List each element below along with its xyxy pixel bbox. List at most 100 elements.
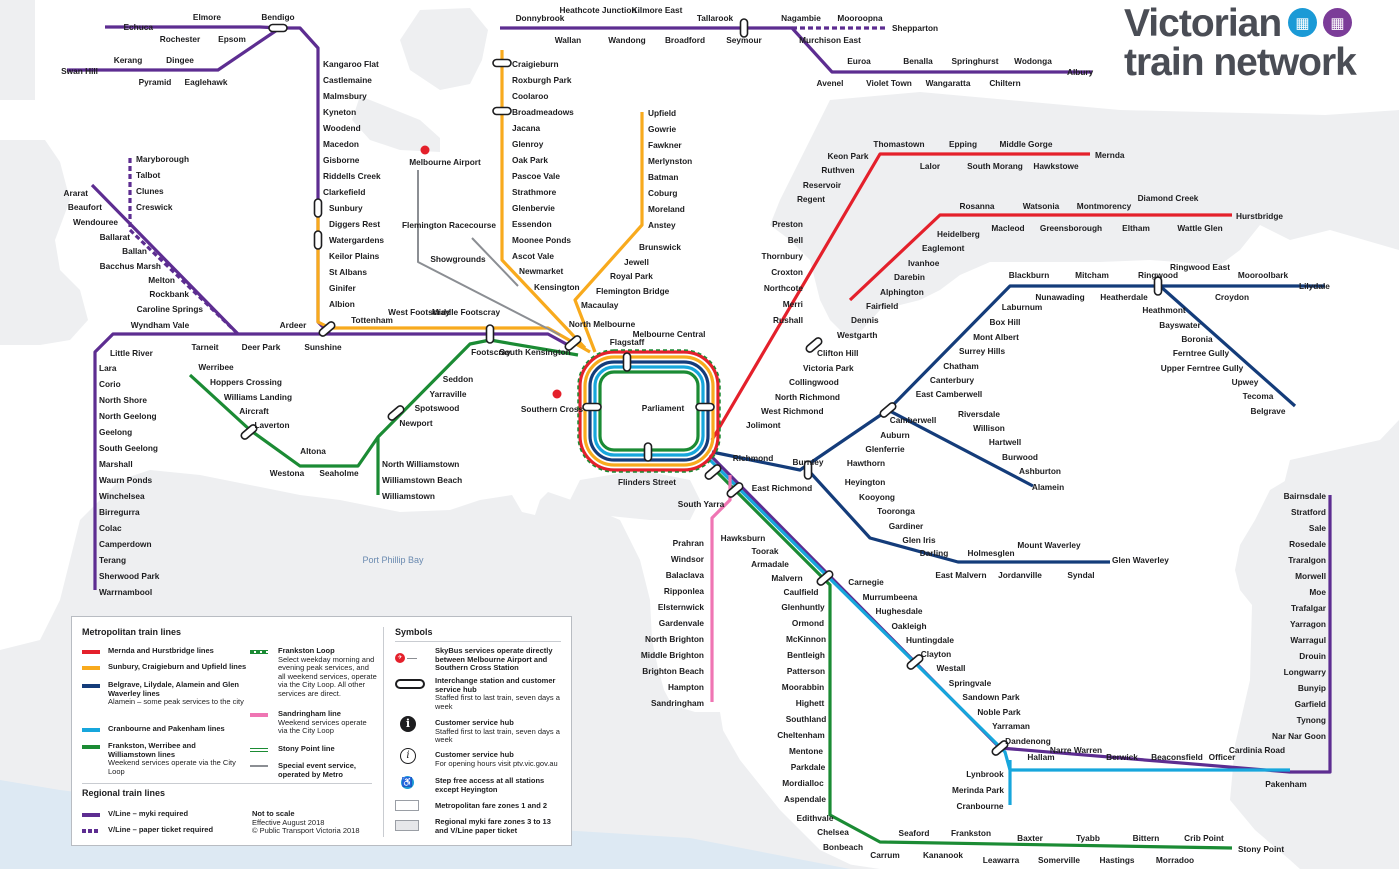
station-label[interactable]: Trafalgar (1291, 603, 1327, 613)
station-label[interactable]: Jewell (624, 257, 649, 267)
station-label[interactable]: Seymour (726, 35, 762, 45)
station-label[interactable]: Newmarket (519, 266, 564, 276)
station-label[interactable]: Tecoma (1243, 391, 1274, 401)
station-label[interactable]: Westgarth (837, 330, 877, 340)
station-label[interactable]: Laburnum (1002, 302, 1043, 312)
station-label[interactable]: Kangaroo Flat (323, 59, 379, 69)
station-label[interactable]: Watergardens (329, 235, 384, 245)
station-label[interactable]: Richmond (733, 453, 774, 463)
station-label[interactable]: Geelong (99, 427, 132, 437)
station-label[interactable]: Reservoir (803, 180, 842, 190)
station-label[interactable]: Clunes (136, 186, 164, 196)
station-label[interactable]: Victoria Park (803, 363, 854, 373)
station-label[interactable]: Lynbrook (966, 769, 1004, 779)
station-label[interactable]: Bentleigh (787, 650, 825, 660)
station-label[interactable]: Jordanville (998, 570, 1042, 580)
station-label[interactable]: Kyneton (323, 107, 356, 117)
station-label[interactable]: Flemington Bridge (596, 286, 670, 296)
station-label[interactable]: Glenbervie (512, 203, 555, 213)
station-label[interactable]: Greensborough (1040, 223, 1102, 233)
station-label[interactable]: Tyabb (1076, 833, 1100, 843)
station-label[interactable]: Ashburton (1019, 466, 1061, 476)
station-label[interactable]: Fairfield (866, 301, 898, 311)
station-label[interactable]: Middle Footscray (432, 307, 501, 317)
station-label[interactable]: Nagambie (781, 13, 821, 23)
station-label[interactable]: Syndal (1067, 570, 1094, 580)
station-label[interactable]: North Geelong (99, 411, 157, 421)
station-label[interactable]: Frankston (951, 828, 991, 838)
station-label[interactable]: Camperdown (99, 539, 152, 549)
station-label[interactable]: Nar Nar Goon (1272, 731, 1326, 741)
station-label[interactable]: Heyington (845, 477, 886, 487)
station-label[interactable]: Euroa (847, 56, 871, 66)
station-label[interactable]: Wallan (555, 35, 581, 45)
station-label[interactable]: Wendouree (73, 217, 118, 227)
station-label[interactable]: Tottenham (351, 315, 393, 325)
station-label[interactable]: Heidelberg (937, 229, 980, 239)
station-label[interactable]: Mernda (1095, 150, 1125, 160)
station-label[interactable]: Swan Hill (61, 66, 98, 76)
station-label[interactable]: Windsor (671, 554, 705, 564)
station-label[interactable]: Sunshine (304, 342, 342, 352)
station-label[interactable]: Upfield (648, 108, 676, 118)
station-label[interactable]: Glenroy (512, 139, 544, 149)
station-label[interactable]: Hughesdale (875, 606, 922, 616)
station-label[interactable]: Mooroopna (837, 13, 883, 23)
station-label[interactable]: Auburn (880, 430, 910, 440)
station-label[interactable]: Lilydale (1299, 281, 1330, 291)
station-label[interactable]: Nunawading (1035, 292, 1084, 302)
station-label[interactable]: Mentone (789, 746, 823, 756)
station-label[interactable]: Yarraman (992, 721, 1030, 731)
station-label[interactable]: Crib Point (1184, 833, 1224, 843)
station-label[interactable]: Morwell (1295, 571, 1326, 581)
station-label[interactable]: Darling (920, 548, 949, 558)
station-label[interactable]: Canterbury (930, 375, 975, 385)
station-label[interactable]: Chatham (943, 361, 979, 371)
station-label[interactable]: Macleod (991, 223, 1024, 233)
station-label[interactable]: Batman (648, 172, 678, 182)
station-label[interactable]: Ballarat (100, 232, 131, 242)
station-label[interactable]: St Albans (329, 267, 367, 277)
station-label[interactable]: Regent (797, 194, 825, 204)
station-label[interactable]: Drouin (1299, 651, 1326, 661)
station-label[interactable]: Surrey Hills (959, 346, 1006, 356)
station-label[interactable]: Moorabbin (782, 682, 824, 692)
station-label[interactable]: Brunswick (639, 242, 681, 252)
station-label[interactable]: Springvale (949, 678, 992, 688)
station-label[interactable]: Clifton Hill (817, 348, 858, 358)
station-label[interactable]: Murchison East (799, 35, 861, 45)
station-label[interactable]: Birregurra (99, 507, 140, 517)
station-label[interactable]: Pakenham (1265, 779, 1307, 789)
station-label[interactable]: Longwarry (1284, 667, 1327, 677)
station-label[interactable]: Wandong (608, 35, 645, 45)
station-label[interactable]: North Shore (99, 395, 147, 405)
station-label[interactable]: Bacchus Marsh (100, 261, 161, 271)
station-label[interactable]: Alamein (1032, 482, 1064, 492)
station-label[interactable]: Talbot (136, 170, 161, 180)
station-label[interactable]: Glen Waverley (1112, 555, 1169, 565)
station-label[interactable]: Fawkner (648, 140, 682, 150)
station-label[interactable]: Altona (300, 446, 326, 456)
station-label[interactable]: Mont Albert (973, 332, 1019, 342)
station-label[interactable]: Berwick (1106, 752, 1138, 762)
station-label[interactable]: Prahran (673, 538, 704, 548)
station-label[interactable]: Heatherdale (1100, 292, 1148, 302)
station-label[interactable]: Ormond (792, 618, 824, 628)
station-label[interactable]: Hawthorn (847, 458, 885, 468)
station-label[interactable]: Winchelsea (99, 491, 145, 501)
station-label[interactable]: East Camberwell (916, 389, 982, 399)
station-label[interactable]: Rockbank (149, 289, 189, 299)
station-label[interactable]: Officer (1209, 752, 1237, 762)
station-label[interactable]: Oakleigh (891, 621, 926, 631)
station-label[interactable]: Southland (786, 714, 827, 724)
station-label[interactable]: Huntingdale (906, 635, 954, 645)
station-label[interactable]: Dandenong (1005, 736, 1051, 746)
station-label[interactable]: Lara (99, 363, 117, 373)
station-label[interactable]: Edithvale (797, 813, 834, 823)
station-label[interactable]: Hawksburn (721, 533, 766, 543)
station-label[interactable]: Bonbeach (823, 842, 863, 852)
station-label[interactable]: Collingwood (789, 377, 839, 387)
station-label[interactable]: Yarraville (430, 389, 467, 399)
station-label[interactable]: Chelsea (817, 827, 849, 837)
station-label[interactable]: Seaford (899, 828, 930, 838)
